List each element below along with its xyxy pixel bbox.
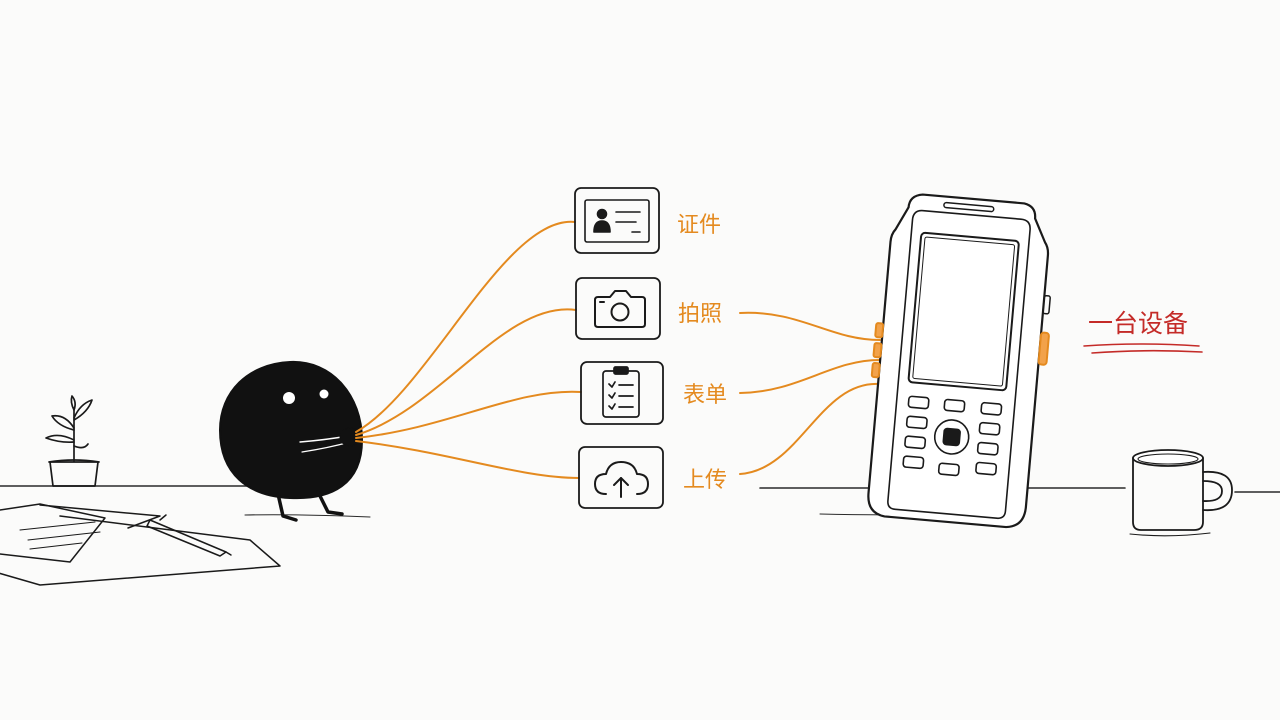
device-speaker (943, 201, 995, 213)
character-eye-right (319, 389, 329, 399)
orange-cords-left (355, 220, 582, 479)
rugged-handheld-device (867, 193, 1051, 529)
pulling-character (219, 360, 363, 522)
caption-underline (1083, 343, 1203, 354)
character-eye-left (283, 392, 295, 404)
coffee-mug (1129, 449, 1233, 537)
feature-camera (575, 277, 661, 340)
feature-label-upload: 上传 (683, 468, 727, 493)
feature-id-card (574, 187, 660, 254)
orange-cords-right (739, 311, 881, 475)
feature-label-photo: 拍照 (678, 302, 722, 327)
cloud-upload-icon (594, 461, 649, 498)
clipboard-form-icon (602, 366, 640, 418)
device-side-buttons (870, 322, 1050, 379)
feature-upload (578, 446, 664, 509)
potted-plant (45, 395, 100, 487)
camera-icon (594, 290, 646, 328)
device-keypad (902, 395, 1003, 477)
device-caption: 一台设备 (1088, 309, 1188, 338)
papers-with-pen (0, 503, 281, 586)
device-screen (907, 231, 1020, 392)
feature-labels: 证件 拍照 表单 上传 (677, 213, 727, 493)
device-dpad (933, 419, 970, 455)
table-ground-lines (0, 485, 1280, 518)
id-card-icon (584, 199, 650, 243)
feature-label-id: 证件 (677, 213, 721, 238)
feature-label-form: 表单 (683, 383, 727, 408)
feature-clipboard (580, 361, 664, 425)
